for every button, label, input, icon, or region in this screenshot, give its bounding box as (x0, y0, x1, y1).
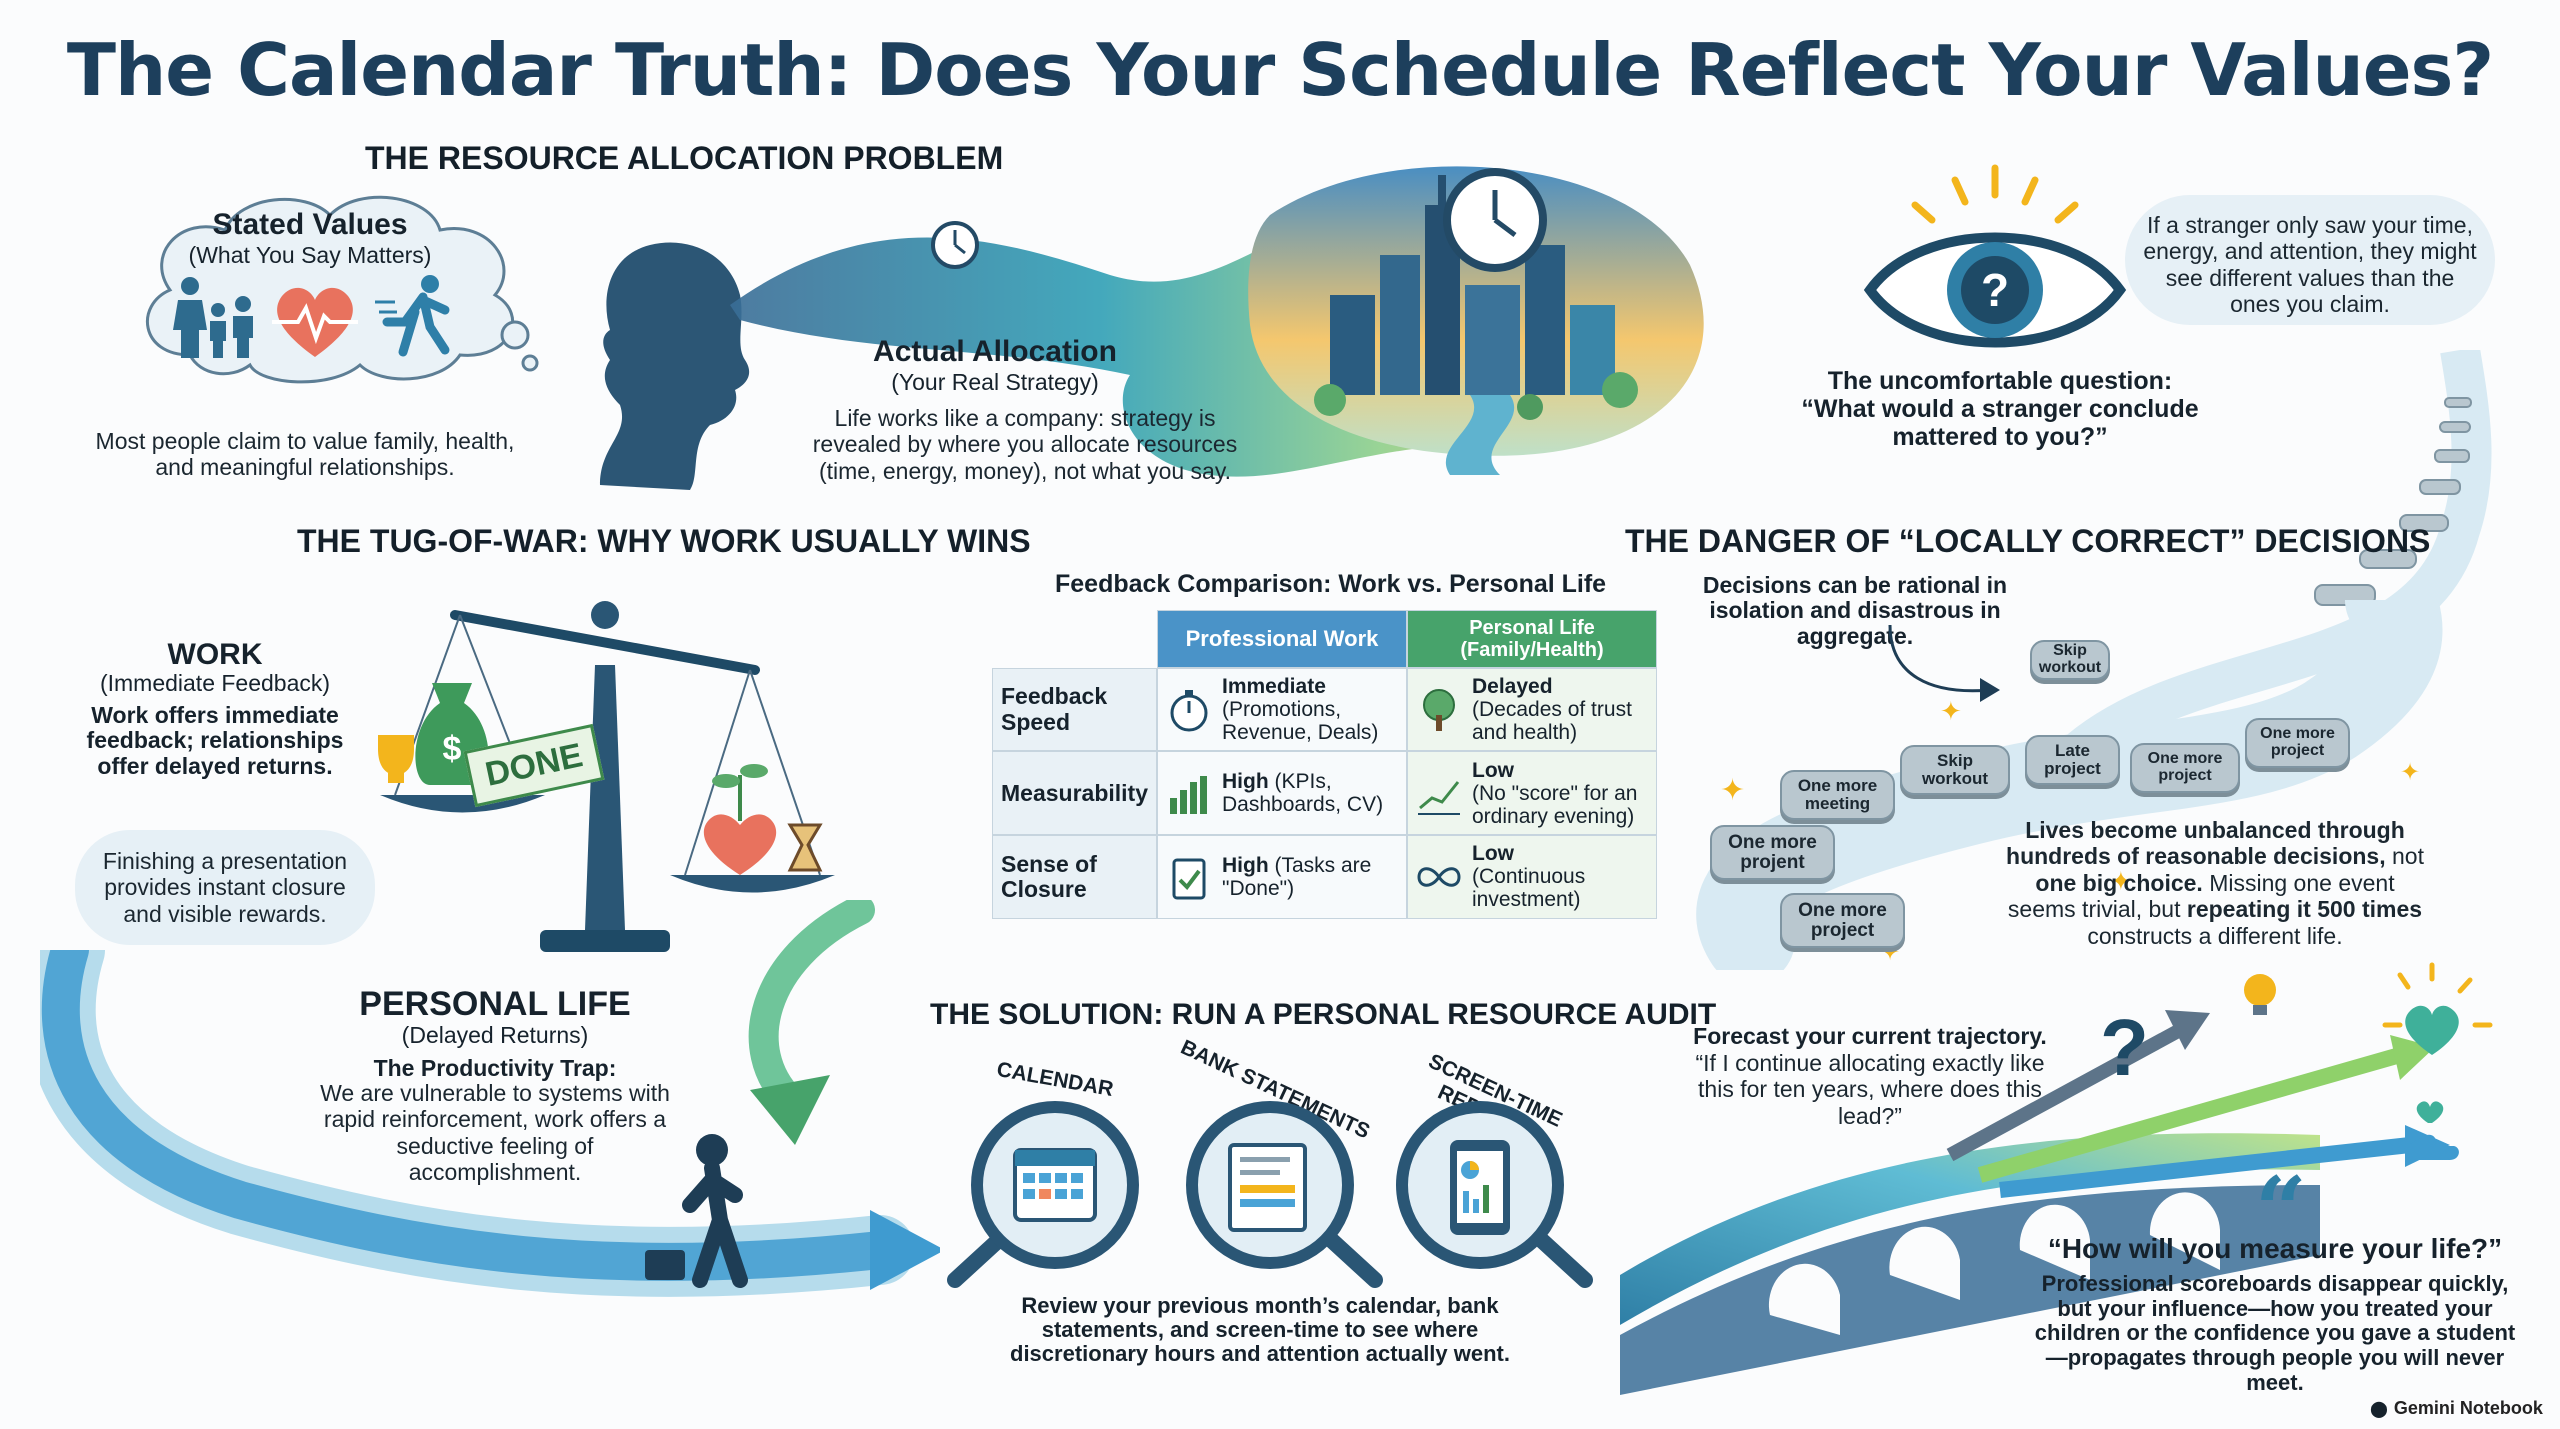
measure-body: Professional scoreboards disappear quick… (2034, 1271, 2516, 1395)
forecast-title: Forecast your current trajectory. (1693, 1023, 2047, 1049)
work-title: WORK (167, 638, 263, 671)
stopwatch-icon (1170, 689, 1208, 732)
clipboard-check-icon (1172, 858, 1206, 900)
logo-text: Gemini Notebook (2393, 1398, 2543, 1418)
danger-body: Lives become unbalanced through hundreds… (2005, 817, 2425, 949)
danger-body-text: Missing one event seems trivial, but (2007, 869, 2395, 923)
stated-values-sub: (What You Say Matters) (188, 242, 432, 268)
productivity-trap-title: The Productivity Trap: (373, 1055, 617, 1081)
row-label: Sense of Closure (992, 835, 1157, 919)
stranger-bubble-bg (2125, 195, 2495, 325)
cell-pro-rest: (Tasks are "Done") (1222, 853, 1372, 900)
audit-magnifiers (947, 1101, 1593, 1288)
cell-per-bold: Low (1472, 758, 1514, 782)
work-body: Work offers immediate feedback; relation… (86, 702, 344, 779)
decision-stone: Late project (2025, 735, 2120, 785)
danger-body-bold: Lives become unbalanced through hundreds… (2006, 817, 2405, 870)
runner-icon (375, 275, 450, 357)
stated-values-body: Most people claim to value family, healt… (95, 428, 515, 481)
stepping-path (2067, 350, 2492, 766)
col-professional: Professional Work (1157, 610, 1407, 668)
resource-heading: THE RESOURCE ALLOCATION PROBLEM (365, 140, 1004, 176)
cell-pro-rest: (KPIs, Dashboards, CV) (1222, 770, 1384, 817)
col-personal: Personal Life (Family/Health) (1407, 610, 1657, 668)
danger-intro: Decisions can be rational in isolation a… (1702, 572, 2008, 649)
danger-body-bold: repeating it 500 times (2186, 896, 2423, 923)
logo-icon: ⬤ (2370, 1400, 2388, 1418)
allocation-illustration (600, 166, 1704, 490)
svg-text:✦: ✦ (1940, 696, 1962, 726)
actual-allocation-title: Actual Allocation (873, 335, 1117, 368)
feedback-heading: Feedback Comparison: Work vs. Personal L… (1055, 570, 1607, 598)
cell-pro-bold: High (1222, 770, 1269, 794)
danger-heading: THE DANGER OF “LOCALLY CORRECT” DECISION… (1625, 523, 2431, 559)
actual-allocation-body: Life works like a company: strategy is r… (812, 405, 1238, 484)
decision-stone: One more projent (1710, 825, 1835, 880)
decision-stone: One more meeting (1780, 770, 1895, 820)
cell-pro-bold: Immediate (1222, 675, 1326, 698)
actual-allocation-sub: (Your Real Strategy) (891, 369, 1099, 395)
cell-per-bold: Low (1472, 842, 1514, 866)
family-icon (173, 277, 253, 358)
tug-heading: THE TUG-OF-WAR: WHY WORK USUALLY WINS (297, 523, 1031, 559)
decision-stone: Skip workout (1900, 745, 2010, 795)
svg-text:$: $ (443, 730, 462, 768)
decision-stone: One more project (1780, 893, 1905, 948)
stranger-bubble-text: If a stranger only saw your time, energy… (2143, 212, 2477, 318)
bridge-trajectory-illustration: ? (1620, 962, 2493, 1395)
work-path-illustration (40, 950, 940, 1297)
closure-bubble-text: Finishing a presentation provides instan… (102, 848, 348, 927)
bar-chart-icon (1170, 776, 1207, 815)
curved-arrow-icon (1888, 624, 2000, 702)
svg-text:?: ? (2100, 1003, 2149, 1092)
svg-text:✦: ✦ (1720, 774, 1745, 807)
heart-pulse-icon (272, 287, 358, 357)
row-label: Feedback Speed (992, 668, 1157, 752)
eye-question-icon: ? (1863, 164, 2127, 348)
question-lead: The uncomfortable question: (1827, 367, 2173, 395)
balance-scale: $ (378, 601, 835, 952)
green-arrow (748, 900, 875, 1145)
danger-body-text: not (2385, 843, 2424, 870)
tree-icon (1423, 688, 1455, 731)
cell-per-rest: (No "score" for an ordinary evening) (1472, 781, 1638, 828)
uncomfortable-question: “What would a stranger conclude mattered… (1801, 395, 2199, 451)
decision-stone: Skip workout (2030, 640, 2110, 680)
svg-text:?: ? (1981, 264, 2009, 316)
solution-heading: THE SOLUTION: RUN A PERSONAL RESOURCE AU… (930, 998, 1717, 1031)
personal-life-title: PERSONAL LIFE (359, 985, 631, 1023)
productivity-trap-body: We are vulnerable to systems with rapid … (320, 1080, 670, 1186)
feedback-table: Professional Work Personal Life (Family/… (992, 610, 1657, 919)
row-label: Measurability (992, 751, 1157, 836)
work-sub: (Immediate Feedback) (99, 670, 331, 696)
cell-pro-rest: (Promotions, Revenue, Deals) (1222, 698, 1379, 745)
forecast-body: “If I continue allocating exactly like t… (1695, 1050, 2045, 1129)
personal-life-sub: (Delayed Returns) (401, 1022, 589, 1048)
closure-bubble-bg (75, 830, 375, 945)
footer-logo: ⬤ Gemini Notebook (2370, 1398, 2543, 1419)
quote-icon: “ (2255, 1157, 2307, 1263)
decision-stone: One more project (2245, 718, 2350, 768)
cell-per-rest: (Continuous investment) (1472, 865, 1586, 912)
page-title: The Calendar Truth: Does Your Schedule R… (66, 28, 2494, 112)
measure-title: “How will you measure your life?” (2047, 1233, 2503, 1264)
cell-pro-bold: High (1222, 853, 1269, 877)
line-chart-icon (1418, 781, 1460, 816)
danger-body-bold: one big choice. (2035, 869, 2203, 896)
cell-per-bold: Delayed (1472, 675, 1553, 698)
svg-text:✦: ✦ (2110, 866, 2132, 896)
danger-body-text: constructs a different life. (2087, 922, 2343, 949)
cell-per-rest: (Decades of trust and health) (1472, 698, 1632, 745)
decision-stone: One more project (2130, 743, 2240, 793)
svg-text:✦: ✦ (2400, 759, 2420, 786)
stated-values-title: Stated Values (212, 208, 408, 241)
solution-body: Review your previous month’s calendar, b… (1010, 1293, 1510, 1367)
infinity-icon (1417, 867, 1461, 887)
